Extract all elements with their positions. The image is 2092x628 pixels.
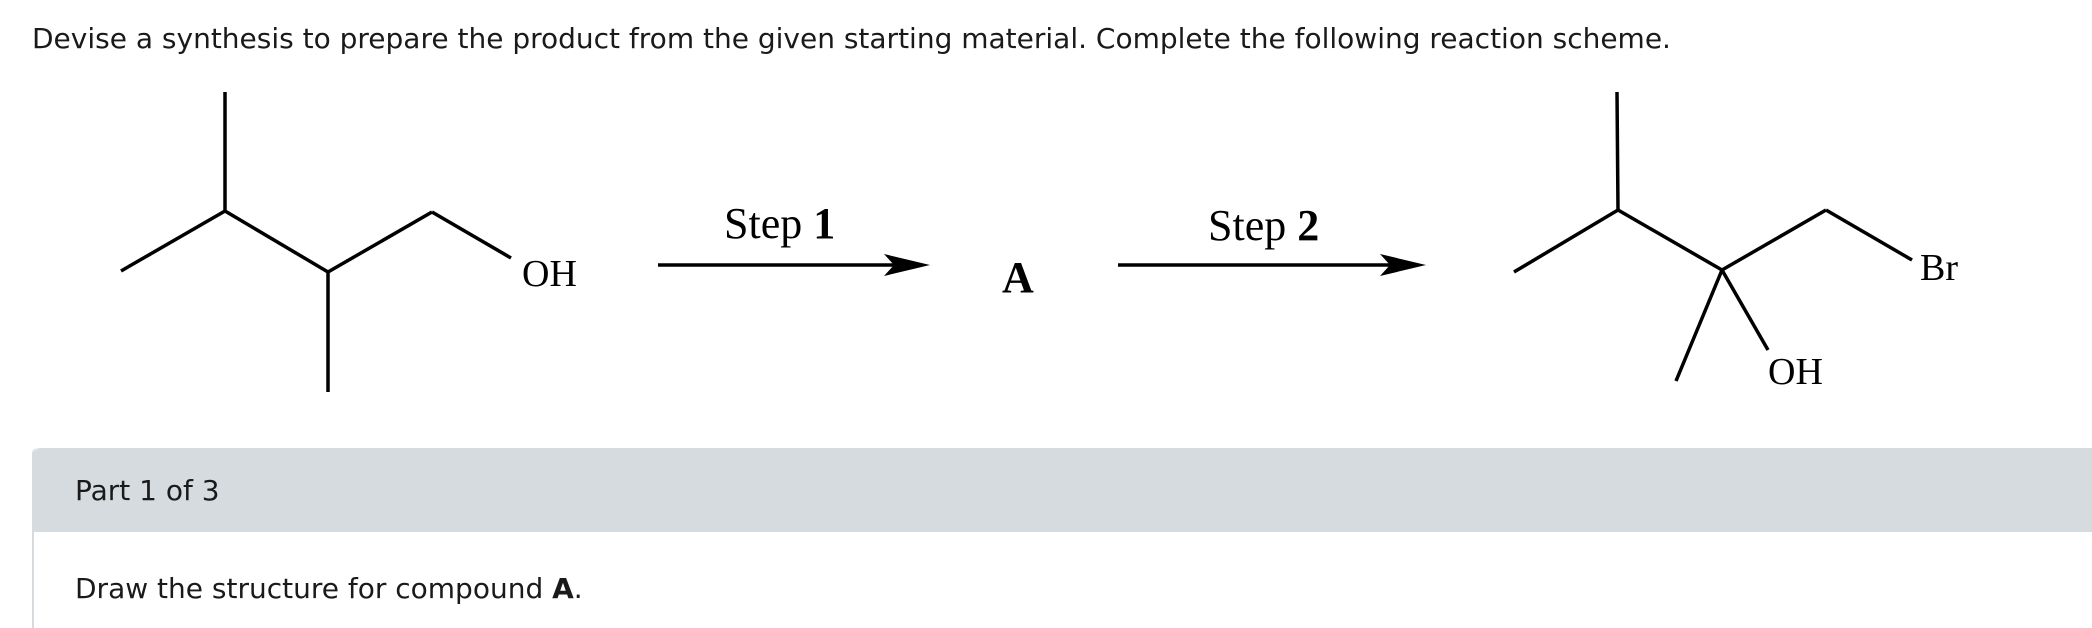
step1-arrow-group: Step 1: [658, 199, 930, 276]
product-bond: [1825, 208, 1913, 262]
step2-arrowhead: [1380, 254, 1426, 276]
reaction-scheme: OH Step 1 A Step 2 Br OH: [120, 91, 1958, 393]
product-bond: [1617, 208, 1723, 272]
part-header: Part 1 of 3: [34, 448, 2092, 532]
starting-material-bond: [224, 209, 329, 274]
part-question: Draw the structure for compound A.: [75, 572, 583, 606]
starting-material-bond: [431, 210, 512, 260]
product-oh-label: OH: [1768, 351, 1823, 393]
product-bond: [1674, 269, 1724, 382]
part-question-punctuation: .: [573, 572, 583, 605]
product-structure: Br OH: [1513, 91, 1958, 393]
step2-label: Step 2: [1208, 201, 1319, 250]
step1-arrowhead: [884, 254, 930, 276]
product-br-label: Br: [1920, 247, 1958, 289]
part-label: Part 1 of 3: [75, 474, 220, 507]
product-bond: [1513, 208, 1619, 274]
part-question-text: Draw the structure for compound: [75, 572, 553, 605]
problem-instruction: Devise a synthesis to prepare the produc…: [32, 22, 1671, 55]
starting-material-structure: OH: [120, 92, 577, 392]
step1-label: Step 1: [724, 199, 835, 248]
product-bond: [1720, 269, 1770, 351]
starting-material-bond: [327, 210, 433, 274]
starting-material-bond: [120, 209, 226, 273]
starting-material-oh-label: OH: [522, 253, 577, 295]
step2-arrow-group: Step 2: [1118, 201, 1426, 276]
part-question-compound: A: [552, 572, 574, 605]
part-card: Part 1 of 3 Draw the structure for compo…: [32, 448, 2092, 628]
product-bond: [1615, 91, 1620, 211]
product-bond: [1721, 208, 1827, 272]
intermediate-a-label: A: [1002, 253, 1034, 302]
